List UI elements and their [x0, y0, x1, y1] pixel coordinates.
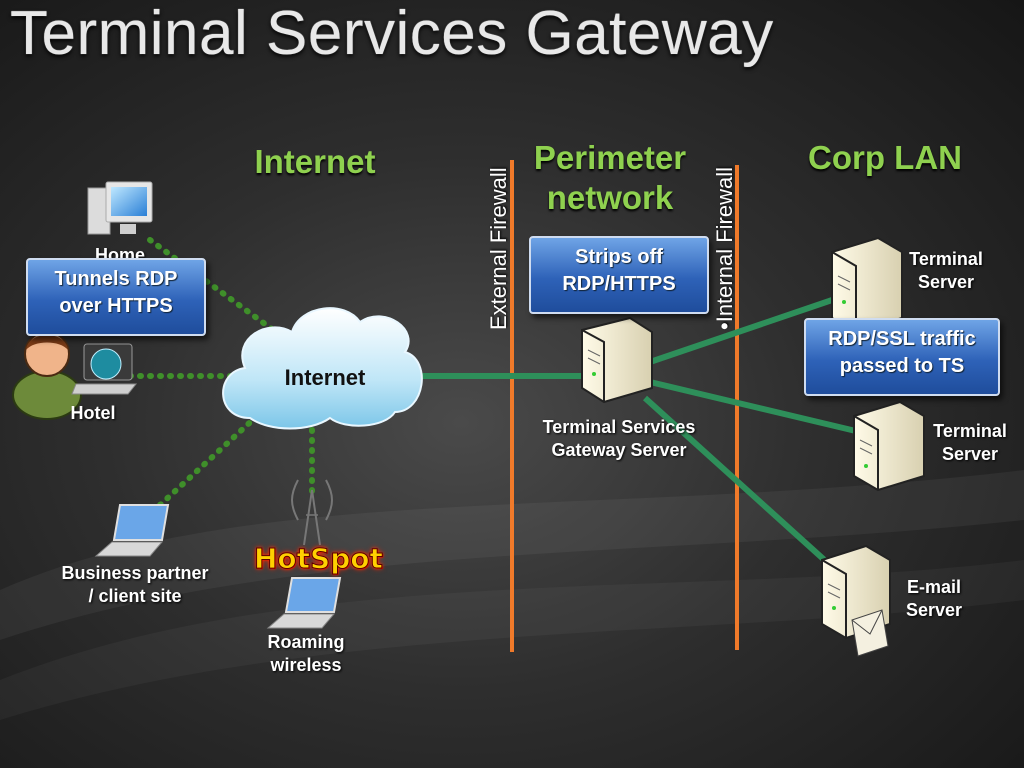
rdpssl-callout-line2: passed to TS — [839, 355, 965, 377]
roaming-laptop-icon — [266, 577, 342, 629]
gateway-server-icon — [581, 316, 653, 404]
rdp-ssl-callout: RDP/SSL traffic passed to TS — [804, 318, 1000, 396]
ts1-label-line2: Server — [917, 272, 975, 292]
rdpssl-callout-line1: RDP/SSL traffic — [828, 328, 976, 350]
ts1-label-line1: Terminal — [909, 249, 983, 269]
home-computer-icon — [87, 181, 153, 235]
zone-perimeter-line2: network — [546, 179, 674, 216]
partner-label-line2: / client site — [88, 586, 182, 606]
partner-laptop-icon — [94, 504, 170, 557]
hotel-user-icon — [12, 331, 82, 420]
partner-label-line1: Business partner — [61, 563, 209, 583]
internal-firewall-line — [735, 165, 739, 650]
tunnels-callout-line1: Tunnels RDP — [54, 268, 178, 290]
hotspot-logo: HotSpot — [254, 542, 384, 576]
zone-corp-lan: Corp LAN — [808, 139, 962, 176]
zone-internet: Internet — [254, 143, 376, 180]
gateway-server-label: Terminal Services Gateway Server — [528, 416, 710, 462]
strips-off-callout: Strips off RDP/HTTPS — [529, 236, 709, 314]
partner-label: Business partner / client site — [40, 562, 230, 608]
terminal-server-1-label: Terminal Server — [896, 248, 996, 294]
tunnels-rdp-callout: Tunnels RDP over HTTPS — [26, 258, 206, 336]
cloud-label: Internet — [284, 365, 366, 390]
ts2-label-line1: Terminal — [933, 421, 1007, 441]
zone-perimeter-line1: Perimeter — [533, 139, 687, 176]
page-title: Terminal Services Gateway — [10, 0, 774, 68]
dotted-links — [127, 237, 315, 508]
zone-perimeter: Perimeter network — [520, 138, 700, 218]
roaming-label: Roaming wireless — [246, 631, 366, 677]
external-firewall-line — [510, 160, 514, 652]
hotel-label: Hotel — [70, 403, 116, 423]
terminal-server-2-icon — [853, 400, 925, 492]
terminal-server-2-label: Terminal Server — [920, 420, 1020, 466]
hotel-laptop-icon — [71, 343, 138, 395]
strips-callout-line2: RDP/HTTPS — [562, 273, 676, 295]
email-server-label: E-mail Server — [886, 576, 982, 622]
gateway-label-line1: Terminal Services — [542, 417, 696, 437]
roaming-label-line2: wireless — [270, 655, 342, 675]
strips-callout-line1: Strips off — [575, 246, 663, 268]
email-label-line1: E-mail — [906, 577, 962, 597]
solid-links — [415, 295, 861, 568]
gateway-label-line2: Gateway Server — [551, 440, 687, 460]
roaming-label-line1: Roaming — [267, 632, 345, 652]
hotspot-antenna-icon — [291, 479, 333, 546]
email-label-line2: Server — [905, 600, 963, 620]
internet-cloud-icon — [222, 307, 423, 430]
email-server-icon — [821, 544, 891, 657]
ts2-label-line2: Server — [941, 444, 999, 464]
tunnels-callout-line2: over HTTPS — [59, 295, 173, 317]
